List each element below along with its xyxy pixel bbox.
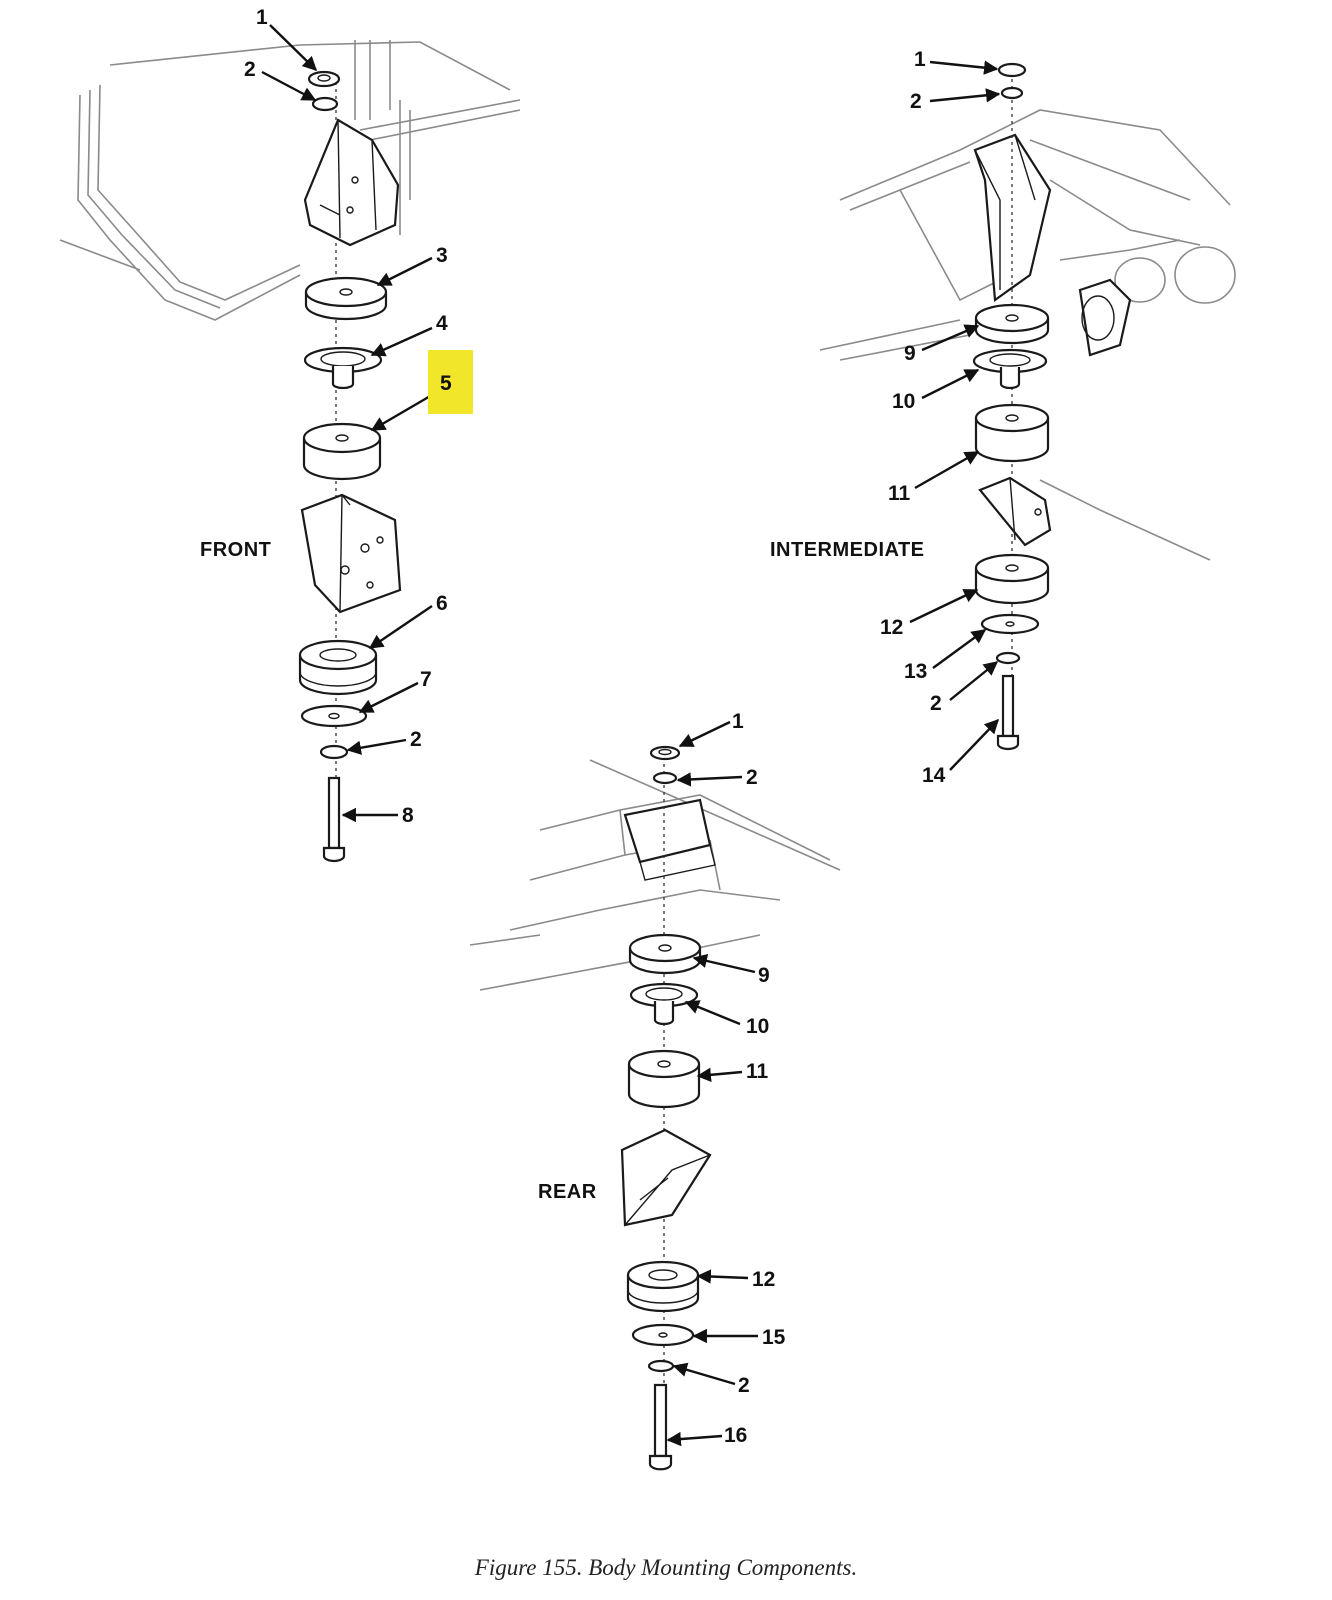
intermediate-nut <box>997 62 1027 78</box>
callout-rear-11: 11 <box>746 1060 769 1083</box>
front-flat-washer <box>300 704 368 728</box>
intermediate-assembly <box>819 62 1236 751</box>
intermediate-lower-lock-washer <box>995 651 1021 665</box>
callout-intermediate-2b: 2 <box>930 692 942 715</box>
callout-front-6: 6 <box>436 592 448 615</box>
front-lower-lock-washer <box>319 744 349 760</box>
callout-rear-10: 10 <box>746 1015 769 1038</box>
front-retainer <box>303 346 383 390</box>
rear-nut <box>649 745 681 761</box>
front-body-bracket <box>300 493 402 614</box>
callout-front-4: 4 <box>436 312 448 335</box>
rear-flat-washer <box>631 1323 695 1347</box>
callout-rear-9: 9 <box>758 964 770 987</box>
intermediate-frame-bracket <box>973 133 1132 357</box>
callout-rear-2: 2 <box>746 766 758 789</box>
callout-rear-1: 1 <box>732 710 744 733</box>
intermediate-lock-washer <box>1000 86 1024 100</box>
callout-front-7: 7 <box>420 668 432 691</box>
rear-lower-cushion <box>627 1049 701 1109</box>
callout-intermediate-13: 13 <box>904 660 927 683</box>
front-bolt <box>322 776 346 863</box>
intermediate-upper-cushion <box>974 303 1050 345</box>
rear-frame-cushion <box>626 1260 700 1313</box>
rear-assembly <box>469 745 841 1471</box>
callout-intermediate-14: 14 <box>922 764 946 787</box>
rear-upper-cushion <box>628 933 702 975</box>
callout-front-8: 8 <box>402 804 414 827</box>
callout-labels: 1 2 3 4 5 6 7 2 8 1 2 9 10 11 12 13 2 14… <box>244 6 946 1447</box>
front-lower-cushion <box>302 422 382 481</box>
section-label-intermediate: INTERMEDIATE <box>770 539 925 561</box>
section-label-front: FRONT <box>200 539 271 561</box>
rear-body-bracket <box>620 1128 712 1227</box>
rear-retainer <box>629 982 699 1026</box>
intermediate-bolt <box>996 674 1020 751</box>
front-assembly <box>59 40 521 863</box>
leader-lines <box>261 24 1001 1447</box>
front-frame-cushion <box>298 639 378 696</box>
callout-intermediate-1: 1 <box>914 48 926 71</box>
front-nut <box>307 70 341 88</box>
callout-front-1: 1 <box>256 6 268 29</box>
callout-intermediate-2: 2 <box>910 90 922 113</box>
front-upper-bracket <box>303 118 400 247</box>
callout-front-3: 3 <box>436 244 448 267</box>
front-upper-cushion <box>304 276 388 321</box>
rear-lower-lock-washer <box>647 1359 675 1373</box>
rear-frame-channel <box>623 798 716 881</box>
intermediate-flat-washer <box>980 613 1040 635</box>
figure-caption: Figure 155. Body Mounting Components. <box>474 1555 858 1580</box>
callout-intermediate-11: 11 <box>888 482 911 505</box>
callout-front-2b: 2 <box>410 728 422 751</box>
callout-highlight <box>428 350 473 414</box>
rear-bolt <box>648 1383 673 1471</box>
callout-rear-12: 12 <box>752 1268 775 1291</box>
section-labels: FRONT INTERMEDIATE REAR <box>200 539 925 1203</box>
callout-intermediate-10: 10 <box>892 390 915 413</box>
section-label-rear: REAR <box>538 1181 597 1203</box>
front-frame-outline <box>59 40 521 321</box>
intermediate-body-bracket <box>978 476 1052 547</box>
callout-rear-15: 15 <box>762 1326 786 1349</box>
callout-rear-16: 16 <box>724 1424 747 1447</box>
callout-rear-2b: 2 <box>738 1374 750 1397</box>
intermediate-frame-cushion <box>974 553 1050 605</box>
callout-front-5: 5 <box>440 372 452 395</box>
rear-lock-washer <box>652 771 678 785</box>
intermediate-lower-cushion <box>974 403 1050 463</box>
callout-intermediate-12: 12 <box>880 616 903 639</box>
intermediate-retainer <box>972 348 1048 390</box>
callout-front-2: 2 <box>244 58 256 81</box>
front-lock-washer <box>311 96 339 112</box>
callout-intermediate-9: 9 <box>904 342 916 365</box>
